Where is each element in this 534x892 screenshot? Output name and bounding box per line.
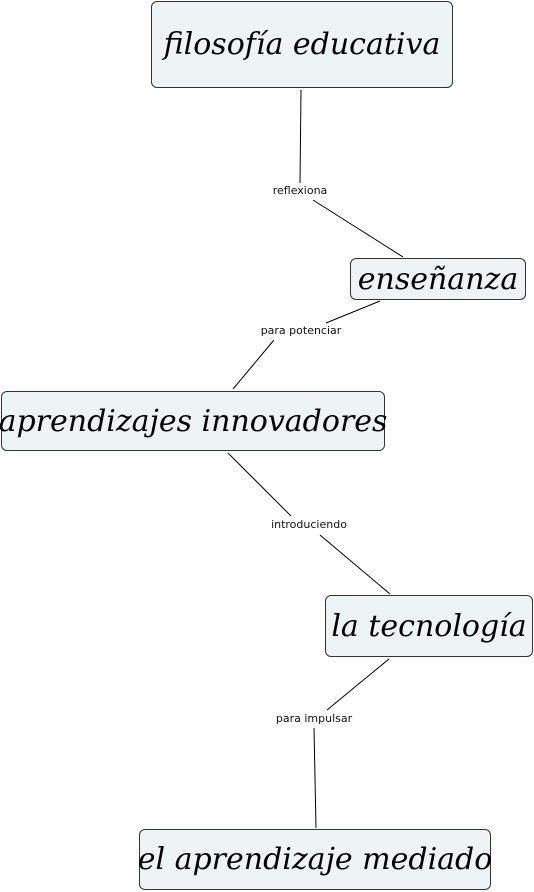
connector-reflexiona-to-ensenanza	[312, 199, 404, 258]
connector-aprendizajes-to-introduciendo	[227, 452, 292, 517]
connector-introduciendo-to-tecnologia	[319, 534, 391, 595]
concept-label: la tecnología	[331, 608, 527, 644]
concept-label: enseñanza	[357, 261, 519, 297]
connector-impulsar-to-mediado	[313, 727, 317, 829]
concept-label: aprendizajes innovadores	[0, 403, 388, 439]
connector-potenciar-to-aprendizajes	[232, 339, 275, 390]
concept-node-filosofia-educativa[interactable]: filosofía educativa	[151, 1, 453, 88]
link-label-introduciendo[interactable]: introduciendo	[269, 518, 349, 532]
concept-node-aprendizajes-innovadores[interactable]: aprendizajes innovadores	[0, 391, 388, 451]
connector-tecnologia-to-impulsar	[326, 658, 390, 711]
concept-node-la-tecnologia[interactable]: la tecnología	[325, 595, 533, 657]
concept-label: el aprendizaje mediado	[137, 842, 493, 877]
concept-node-el-aprendizaje-mediado[interactable]: el aprendizaje mediado	[137, 829, 493, 890]
concept-node-ensenanza[interactable]: enseñanza	[350, 258, 526, 300]
concept-label: filosofía educativa	[163, 27, 441, 62]
link-label-reflexiona[interactable]: reflexiona	[270, 184, 330, 198]
link-label-para-potenciar[interactable]: para potenciar	[258, 324, 344, 338]
connector-ensenanza-to-potenciar	[325, 300, 381, 324]
link-label-para-impulsar[interactable]: para impulsar	[273, 712, 355, 726]
connector-filosofia-to-reflexiona	[299, 89, 302, 184]
